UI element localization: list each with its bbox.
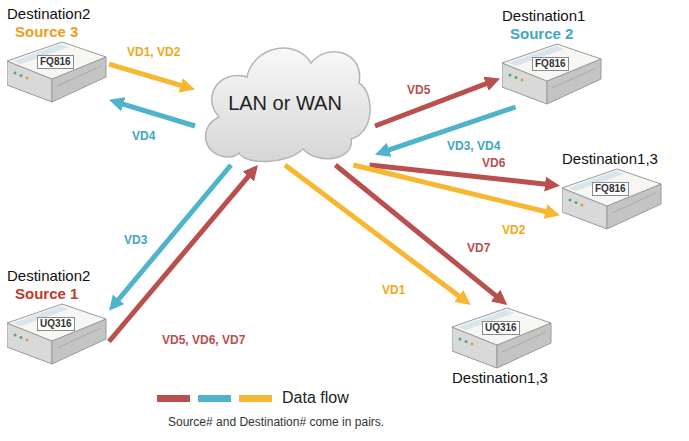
node-heading: Destination1 — [502, 7, 602, 25]
device-drawing — [452, 307, 552, 369]
node-heading: Destination1,3 — [452, 369, 552, 387]
model-label: FQ816 — [592, 182, 629, 196]
device-node: UQ316Destination1,3 — [450, 305, 554, 389]
network-cloud: LAN or WAN — [195, 35, 375, 165]
data-flow-arrow — [335, 165, 501, 301]
model-label: FQ816 — [532, 57, 569, 71]
legend-bar-red — [157, 395, 190, 402]
legend-bar-blue — [198, 395, 231, 402]
model-label: UQ316 — [37, 317, 75, 331]
device-icon: UQ316 — [7, 303, 107, 365]
data-flow-arrow — [116, 102, 195, 126]
device-icon: FQ816 — [502, 43, 602, 105]
flow-label: VD1, VD2 — [125, 44, 182, 60]
device-drawing — [502, 43, 602, 105]
flow-label: VD1 — [380, 282, 407, 298]
flow-label: VD3, VD4 — [445, 138, 502, 154]
data-flow-arrow — [109, 64, 188, 87]
flow-label: VD3 — [122, 232, 149, 248]
device-node: Destination1Source 2 FQ816 — [500, 5, 604, 107]
device-icon: FQ816 — [7, 41, 107, 103]
data-flow-arrow — [285, 165, 465, 301]
cloud-label: LAN or WAN — [228, 85, 342, 115]
flow-label: VD5 — [405, 82, 432, 98]
flow-label: VD6 — [480, 155, 507, 171]
device-icon: FQ816 — [562, 168, 662, 230]
node-heading: Destination2 — [7, 5, 107, 23]
data-flow-arrow — [109, 170, 254, 341]
device-drawing — [7, 303, 107, 365]
flow-label: VD4 — [130, 128, 157, 144]
flow-label: VD7 — [465, 240, 492, 256]
node-heading: Destination2 — [7, 267, 107, 285]
device-drawing — [562, 168, 662, 230]
node-heading: Source 3 — [7, 23, 107, 41]
device-icon: UQ316 — [452, 307, 552, 369]
device-node: Destination2Source 1 UQ316 — [5, 265, 109, 367]
model-label: UQ316 — [482, 321, 520, 335]
device-drawing — [7, 41, 107, 103]
legend-text: Data flow — [282, 388, 349, 408]
device-node: Destination2Source 3 FQ816 — [5, 3, 109, 105]
data-flow-arrow — [114, 165, 232, 306]
node-heading: Source 1 — [7, 285, 107, 303]
device-node: Destination1,3FQ816 — [560, 148, 664, 232]
node-heading: Destination1,3 — [562, 150, 662, 168]
flow-label: VD2 — [500, 222, 527, 238]
flow-label: VD5, VD6, VD7 — [160, 332, 247, 348]
legend-bar-yellow — [239, 395, 272, 402]
caption: Source# and Destination# come in pairs. — [168, 414, 384, 430]
model-label: FQ816 — [37, 55, 74, 69]
node-heading: Source 2 — [502, 25, 602, 43]
